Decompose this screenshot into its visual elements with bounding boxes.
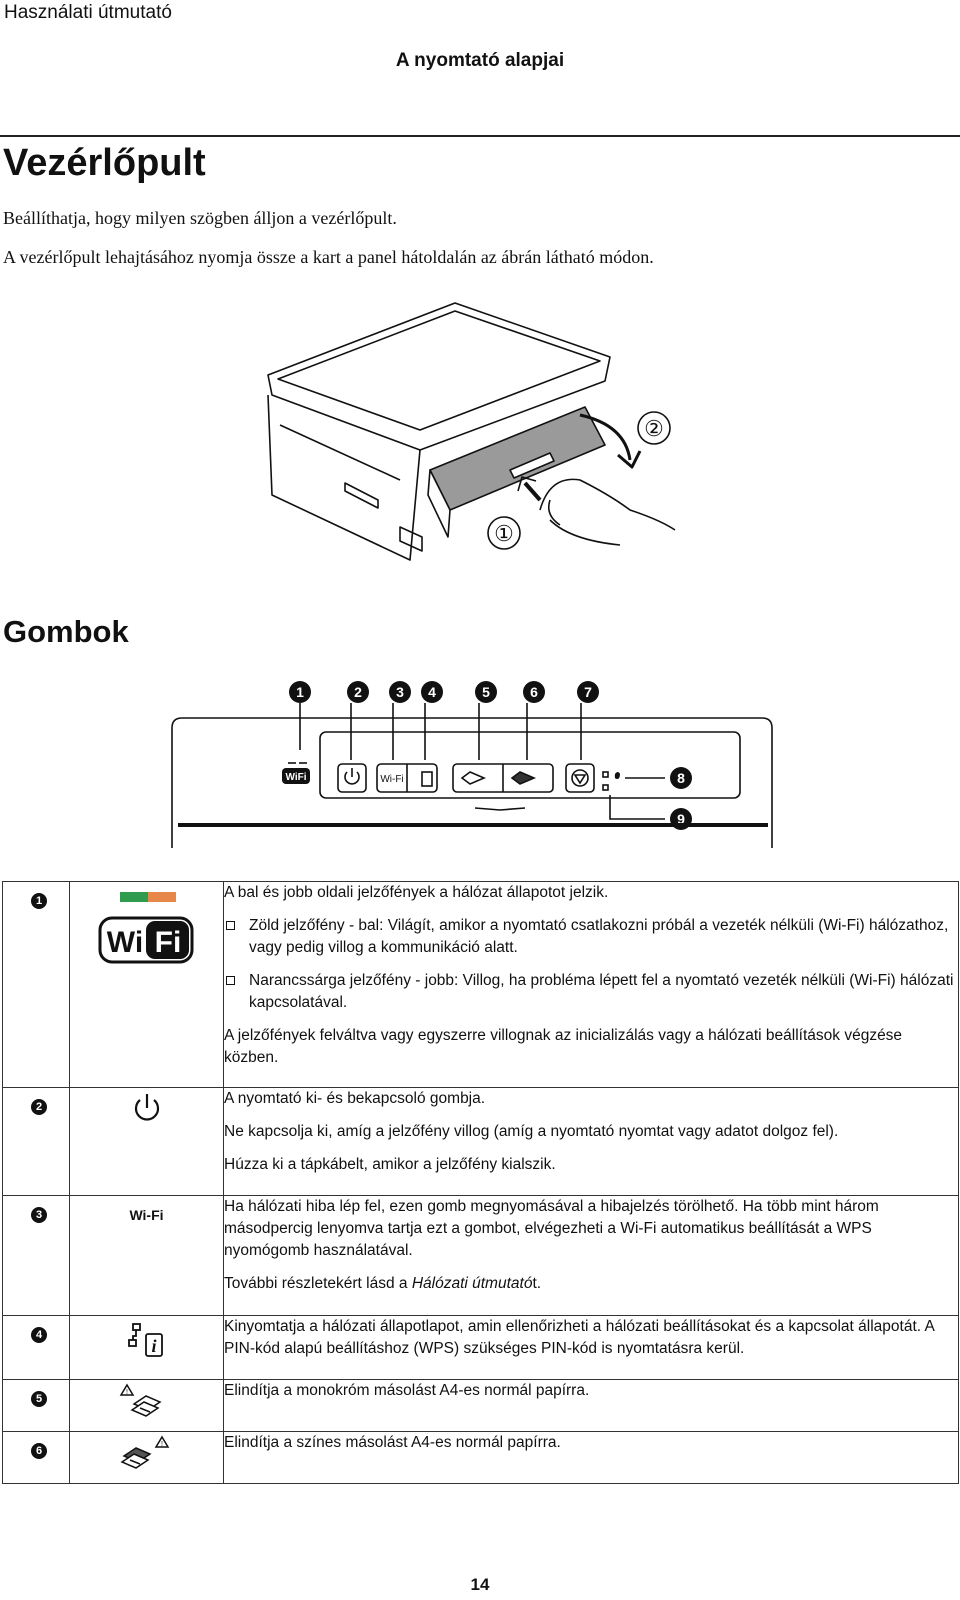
description-text: Elindítja a monokróm másolást A4-es norm… [224,1382,590,1399]
svg-text:!: ! [126,1389,128,1396]
description-text: Kinyomtatja a hálózati állapotlapot, ami… [224,1318,934,1357]
figure-callout-1: ① [494,521,514,546]
row-description: Elindítja a monokróm másolást A4-es norm… [223,1379,959,1432]
row-number: 1 [31,893,47,909]
panel-wifi-button-label: Wi-Fi [380,774,403,785]
row-number: 2 [31,1099,47,1115]
document-title: Használati útmutató [4,2,172,23]
table-row: 5 ! Elindítja a monokróm másolást A4-es … [2,1379,959,1432]
description-text: Ha hálózati hiba lép fel, ezen gomb megn… [224,1198,879,1259]
row-number: 6 [31,1443,47,1459]
network-guide-reference: Hálózati útmutató [411,1275,533,1292]
page-heading: Vezérlőpult [3,142,206,184]
intro-paragraph-2: A vezérlőpult lehajtásához nyomja össze … [3,247,654,267]
panel-callout-1: 1 [289,681,311,703]
checkbox-bullet-icon [226,921,235,930]
bullet-text: Zöld jelzőfény - bal: Világít, amikor a … [249,917,949,956]
color-copy-icon: ! [69,1431,224,1484]
bullet-item: Narancssárga jelzőfény - jobb: Villog, h… [224,970,958,1014]
row-description: Kinyomtatja a hálózati állapotlapot, ami… [223,1315,959,1380]
row-description: Elindítja a színes másolást A4-es normál… [223,1431,959,1484]
panel-callout-8: 8 [670,767,692,789]
panel-callout-3: 3 [389,681,411,703]
panel-callout-2: 2 [347,681,369,703]
intro-paragraph-1: Beállíthatja, hogy milyen szögben álljon… [3,208,397,228]
bullet-item: Zöld jelzőfény - bal: Világít, amikor a … [224,915,958,959]
buttons-heading: Gombok [3,614,129,649]
table-row: 6 ! Elindítja a színes másolást A4-es no… [2,1431,959,1484]
network-status-info-icon: i [69,1315,224,1380]
row-number: 5 [31,1391,47,1407]
printer-illustration: ① ② [267,302,676,561]
description-text: Ne kapcsolja ki, amíg a jelzőfény villog… [224,1123,839,1140]
description-text: A jelzőfények felváltva vagy egyszerre v… [224,1027,903,1066]
row-number: 4 [31,1327,47,1343]
row-description: A bal és jobb oldali jelzőfények a hálóz… [223,881,959,1088]
table-row: 2 A nyomtató ki- és bekapcsoló gombja. N… [2,1087,959,1196]
control-panel-diagram: WiFi Wi-Fi [171,703,773,848]
table-row: 3 Wi-Fi Ha hálózati hiba lép fel, ezen g… [2,1195,959,1316]
description-text: Elindítja a színes másolást A4-es normál… [224,1434,561,1451]
panel-callout-5: 5 [475,681,497,703]
section-title: A nyomtató alapjai [395,50,565,71]
wifi-button-label: Wi-Fi [129,1207,164,1223]
mono-copy-icon: ! [69,1379,224,1432]
description-text: A bal és jobb oldali jelzőfények a hálóz… [224,884,609,901]
description-text: A nyomtató ki- és bekapcsoló gombja. [224,1090,486,1107]
page-number: 14 [470,1575,490,1594]
figure-callout-2: ② [644,416,664,441]
checkbox-bullet-icon [226,976,235,985]
panel-callout-7: 7 [577,681,599,703]
description-text: Húzza ki a tápkábelt, amikor a jelzőfény… [224,1156,556,1173]
row-description: A nyomtató ki- és bekapcsoló gombja. Ne … [223,1087,959,1196]
svg-text:!: ! [161,1441,163,1448]
heading-rule [0,135,960,137]
bullet-text: Narancssárga jelzőfény - jobb: Villog, h… [249,972,954,1011]
row-number: 3 [31,1207,47,1223]
table-row: 4 i Kinyomtatja a hálózati állapotlapot,… [2,1315,959,1380]
wifi-text-icon: Wi-Fi [69,1195,224,1316]
row-description: Ha hálózati hiba lép fel, ezen gomb megn… [223,1195,959,1316]
panel-callout-4: 4 [421,681,443,703]
panel-wifi-logo: WiFi [285,772,306,783]
svg-text:i: i [151,1336,156,1356]
panel-callout-6: 6 [523,681,545,703]
power-icon [69,1087,224,1196]
reference-text: További részletekért lásd a Hálózati útm… [224,1275,542,1292]
